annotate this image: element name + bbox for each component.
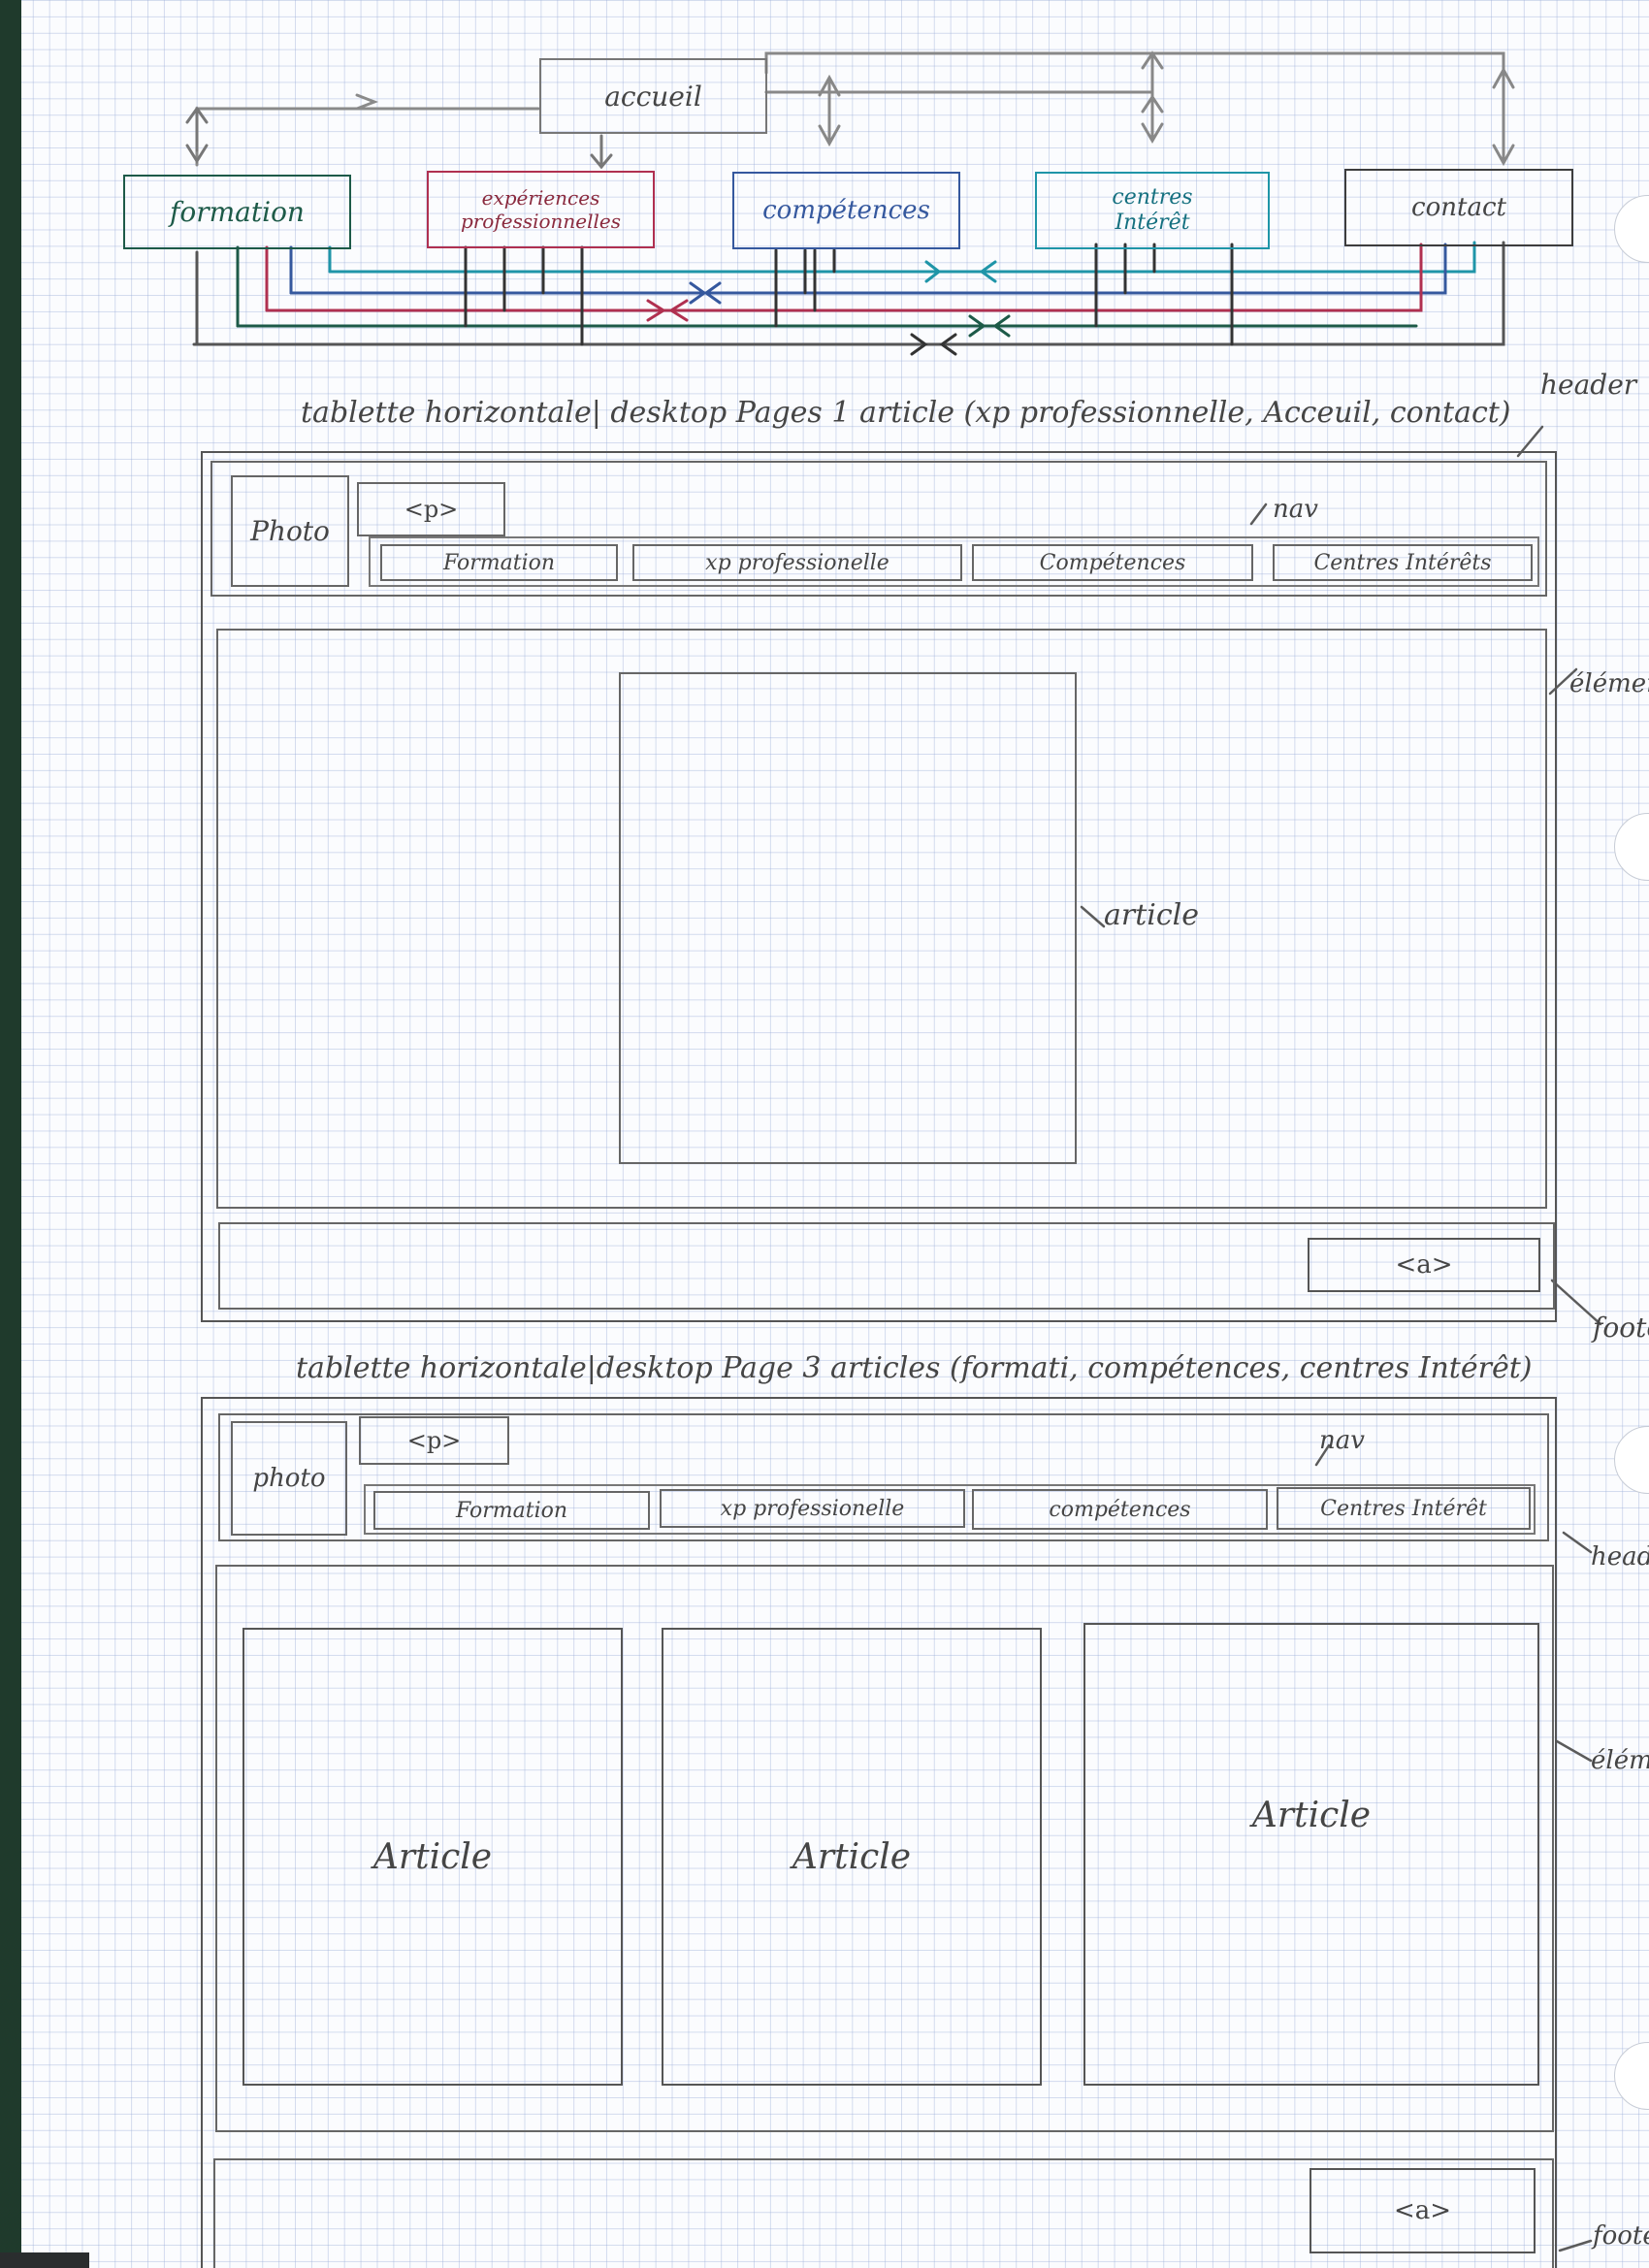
header-annotation: header <box>1591 1542 1649 1571</box>
article-label: Article <box>372 1836 493 1877</box>
sitemap-node-contact: contact <box>1344 169 1573 246</box>
photo-placeholder: Photo <box>231 475 349 587</box>
nav-item-formation[interactable]: Formation <box>380 544 618 581</box>
nav-item-xp[interactable]: xp professionelle <box>660 1489 965 1528</box>
sitemap-node-label: expériences professionnelles <box>460 186 622 233</box>
nav-item-formation[interactable]: Formation <box>373 1491 650 1530</box>
nav-annotation: nav <box>1319 1426 1365 1455</box>
link-tag-label: <a> <box>1395 1250 1453 1280</box>
article-placeholder <box>619 672 1077 1164</box>
footer-link-placeholder[interactable]: <a> <box>1308 1238 1540 1292</box>
nav-item-label: xp professionelle <box>720 1496 905 1521</box>
paragraph-placeholder: <p> <box>357 482 505 536</box>
sitemap-node-label: accueil <box>604 80 702 113</box>
nav-item-xp[interactable]: xp professionelle <box>632 544 962 581</box>
nav-item-centres[interactable]: Centres Intérêts <box>1273 544 1533 581</box>
photo-placeholder: photo <box>231 1421 347 1536</box>
nav-region <box>364 1484 1536 1535</box>
sitemap-node-label: compétences <box>762 196 930 225</box>
article-label: Article <box>792 1836 912 1877</box>
scan-edge-left <box>0 0 21 2268</box>
header-annotation: header <box>1540 369 1637 401</box>
scan-edge-bottom <box>0 2252 89 2268</box>
nav-item-label: Compétences <box>1039 550 1186 575</box>
wireframe-caption: tablette horizontale| desktop Pages 1 ar… <box>301 396 1511 430</box>
nav-item-label: xp professionelle <box>705 550 889 575</box>
article-placeholder: Article <box>662 1628 1042 2086</box>
photo-label: photo <box>252 1464 326 1493</box>
sitemap-node-label: formation <box>170 196 305 228</box>
footer-link-placeholder[interactable]: <a> <box>1310 2168 1536 2253</box>
nav-item-competences[interactable]: Compétences <box>972 544 1253 581</box>
footer-annotation: footer <box>1593 2221 1649 2251</box>
main-annotation: élément <box>1569 669 1649 698</box>
paragraph-placeholder: <p> <box>359 1416 509 1465</box>
article-annotation: article <box>1104 898 1200 932</box>
nav-item-label: Formation <box>442 550 556 575</box>
sitemap-node-label: contact <box>1411 193 1506 222</box>
nav-item-competences[interactable]: compétences <box>972 1489 1268 1530</box>
nav-item-label: Formation <box>455 1498 568 1523</box>
header-region <box>218 1413 1549 1541</box>
footer-region <box>213 2158 1554 2268</box>
link-tag-label: <a> <box>1393 2196 1452 2225</box>
article-label: Article <box>1251 1796 1372 1835</box>
page-frame <box>201 1397 1557 2268</box>
sitemap-node-centres: centres Intérêt <box>1035 172 1270 249</box>
nav-item-centres[interactable]: Centres Intérêt <box>1277 1487 1531 1530</box>
nav-region <box>369 536 1539 587</box>
main-region <box>216 629 1547 1209</box>
sitemap-node-experiences: expériences professionnelles <box>427 171 655 248</box>
sitemap-node-label: centres Intérêt <box>1112 185 1193 235</box>
paragraph-tag-label: <p> <box>406 1427 462 1454</box>
sitemap-node-formation: formation <box>123 175 351 249</box>
header-region <box>210 461 1547 597</box>
article-placeholder: Article <box>242 1628 623 2086</box>
sitemap-node-competences: compétences <box>732 172 960 249</box>
main-region <box>215 1565 1554 2132</box>
page-frame <box>201 451 1557 1322</box>
sitemap-node-accueil: accueil <box>539 58 767 134</box>
article-placeholder: Article <box>1083 1623 1539 2086</box>
main-annotation: élément <box>1591 1746 1649 1775</box>
nav-item-label: Centres Intérêts <box>1313 550 1492 575</box>
paragraph-tag-label: <p> <box>404 496 459 523</box>
wireframe-caption: tablette horizontale|desktop Page 3 arti… <box>296 1351 1533 1385</box>
nav-item-label: compétences <box>1049 1497 1191 1522</box>
footer-region <box>218 1222 1555 1310</box>
footer-annotation: footer <box>1593 1312 1649 1344</box>
nav-annotation: nav <box>1273 495 1318 524</box>
nav-item-label: Centres Intérêt <box>1320 1496 1487 1521</box>
photo-label: Photo <box>250 515 330 547</box>
